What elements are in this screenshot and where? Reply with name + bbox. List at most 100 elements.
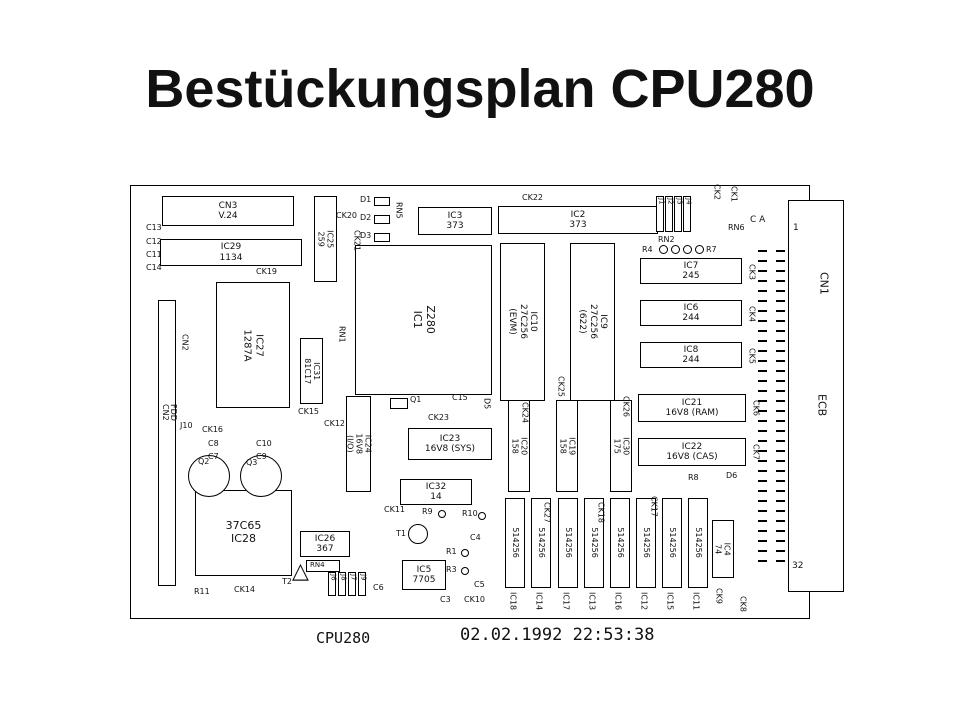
r10-circle bbox=[478, 512, 486, 520]
ic21-text: IC21 16V8 (RAM) bbox=[665, 397, 719, 418]
r3-label: R3 bbox=[446, 565, 457, 574]
ic22-text: IC22 16V8 (CAS) bbox=[666, 441, 718, 462]
c11-label: C11 bbox=[146, 250, 162, 259]
ck25-label: CK25 bbox=[556, 376, 566, 398]
ic7: IC7 245 bbox=[640, 258, 742, 284]
cn1-pin32-label: 32 bbox=[792, 561, 804, 571]
rn4-body bbox=[306, 560, 340, 572]
d3-label: D3 bbox=[360, 231, 372, 240]
ic18-chip-text: 514256 bbox=[510, 527, 520, 559]
page-title: Bestückungsplan CPU280 bbox=[145, 59, 815, 119]
j10-label: J10 bbox=[180, 421, 193, 430]
d2-body bbox=[374, 215, 390, 224]
ic20: IC20 158 bbox=[508, 400, 530, 492]
ic14-chip: 514256 bbox=[531, 498, 551, 588]
ic24-text: IC24 16V8 (I/O) bbox=[344, 433, 373, 455]
ic23-text: IC23 16V8 (SYS) bbox=[424, 433, 476, 454]
c10-label: C10 bbox=[256, 439, 272, 448]
j7-label: J7 bbox=[349, 574, 358, 581]
ic32: IC32 14 bbox=[400, 479, 472, 505]
ic27-text: IC27 1287A bbox=[241, 328, 265, 362]
ic18-chip: 514256 bbox=[505, 498, 525, 588]
fdd-cn2-label: FDD CN2 bbox=[160, 404, 178, 421]
t2-triangle-icon: △ bbox=[292, 559, 309, 584]
ic16-label: IC16 bbox=[613, 592, 623, 611]
ic9-text: IC9 27C256 (622) bbox=[577, 304, 609, 340]
ic3: IC3 373 bbox=[418, 207, 492, 235]
ic15-chip-text: 514256 bbox=[667, 527, 677, 559]
j7-jumper bbox=[348, 572, 356, 596]
cn1-pin1-label: 1 bbox=[793, 223, 799, 233]
ic1-text: Z280 IC1 bbox=[411, 305, 438, 335]
d1-label: D1 bbox=[360, 195, 372, 204]
ic25: IC25 259 bbox=[314, 196, 337, 282]
ic11-chip: 514256 bbox=[688, 498, 708, 588]
ic22: IC22 16V8 (CAS) bbox=[638, 438, 746, 466]
j3-label: J3 bbox=[675, 198, 684, 205]
rn5-label: RN5 bbox=[394, 202, 404, 219]
c13-label: C13 bbox=[146, 223, 162, 232]
j9-label: J9 bbox=[359, 574, 368, 581]
r7-label: R7 bbox=[706, 245, 717, 254]
cn1-connector bbox=[788, 200, 844, 592]
ic4: IC4 74 bbox=[712, 520, 734, 578]
cn3-connector-text: CN3 V.24 bbox=[218, 200, 238, 221]
ck3-label: CK3 bbox=[747, 264, 757, 280]
d2-label: D2 bbox=[360, 213, 372, 222]
j2-jumper bbox=[665, 196, 673, 232]
cn2-label: CN2 bbox=[180, 334, 190, 351]
ic12-label: IC12 bbox=[639, 592, 649, 611]
ic6: IC6 244 bbox=[640, 300, 742, 326]
ic32-text: IC32 14 bbox=[425, 481, 447, 502]
j6-label: J6 bbox=[329, 574, 338, 581]
ck8-label: CK8 bbox=[738, 596, 748, 612]
q1-body bbox=[390, 398, 408, 409]
ck5-label: CK5 bbox=[747, 348, 757, 364]
r10-label: R10 bbox=[462, 509, 478, 518]
j3-jumper bbox=[674, 196, 682, 232]
r5-circle bbox=[671, 245, 680, 254]
ecb-label: ECB bbox=[815, 394, 829, 417]
j8-jumper bbox=[338, 572, 346, 596]
c12-label: C12 bbox=[146, 237, 162, 246]
ic4-text: IC4 74 bbox=[713, 542, 733, 556]
rn2-label: RN2 bbox=[658, 235, 675, 244]
ic16-chip: 514256 bbox=[610, 498, 630, 588]
r6-circle bbox=[683, 245, 692, 254]
ic29: IC29 1134 bbox=[160, 239, 302, 266]
ic26-text: IC26 367 bbox=[314, 533, 336, 554]
ic13-chip-text: 514256 bbox=[589, 527, 599, 559]
r7-circle bbox=[695, 245, 704, 254]
ic14-label: IC14 bbox=[534, 592, 544, 611]
t1-circle bbox=[408, 524, 428, 544]
d6-label: D6 bbox=[726, 471, 738, 480]
q3-label: Q3 bbox=[246, 458, 258, 467]
r4-label: R4 bbox=[642, 245, 653, 254]
r8-label: R8 bbox=[688, 473, 699, 482]
j4-jumper bbox=[683, 196, 691, 232]
ic15-label: IC15 bbox=[665, 592, 675, 611]
ic12-chip: 514256 bbox=[636, 498, 656, 588]
ic5: IC5 7705 bbox=[402, 560, 446, 590]
ic6-text: IC6 244 bbox=[682, 302, 700, 323]
ic23: IC23 16V8 (SYS) bbox=[408, 428, 492, 460]
d5-label: D5 bbox=[482, 398, 492, 410]
ck7-label: CK7 bbox=[751, 444, 761, 460]
q2-circle bbox=[188, 455, 230, 497]
ic31-text: IC31 81C17 bbox=[302, 358, 321, 384]
ck27-label: CK27 bbox=[542, 502, 552, 524]
ic11-chip-text: 514256 bbox=[693, 527, 703, 559]
ic28: 37C65 IC28 bbox=[195, 490, 292, 576]
cn2-connector bbox=[158, 300, 176, 586]
ck10-label: CK10 bbox=[464, 595, 486, 604]
ck6-label: CK6 bbox=[751, 400, 761, 416]
ic15-chip: 514256 bbox=[662, 498, 682, 588]
ck15-label: CK15 bbox=[298, 407, 320, 416]
ic2-text: IC2 373 bbox=[569, 209, 587, 230]
ic26: IC26 367 bbox=[300, 531, 350, 557]
j2-label: J2 bbox=[666, 198, 675, 205]
ic8-text: IC8 244 bbox=[682, 344, 700, 365]
ic28-text: 37C65 IC28 bbox=[225, 519, 262, 545]
ic19: IC19 158 bbox=[556, 400, 578, 492]
c4-label: C4 bbox=[470, 533, 481, 542]
